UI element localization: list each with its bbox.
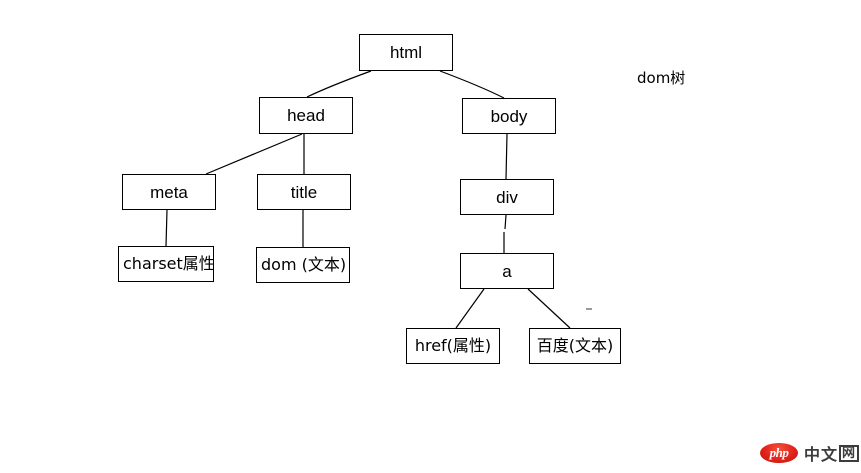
node-baidu-label: 百度(文本) xyxy=(536,336,614,355)
node-meta-label: meta xyxy=(150,182,188,202)
watermark-text-main: 中文 xyxy=(804,445,839,464)
node-title-label: title xyxy=(290,182,318,202)
node-a-label: a xyxy=(502,261,512,281)
watermark-php-chinese-net: php 中文 网 xyxy=(760,441,860,465)
node-div[interactable]: div xyxy=(460,179,554,215)
node-head[interactable]: head xyxy=(259,97,353,134)
php-badge-icon: php xyxy=(760,443,798,463)
node-html[interactable]: html xyxy=(359,34,453,71)
node-title[interactable]: title xyxy=(257,174,351,210)
stray-mark xyxy=(586,308,592,310)
edge-body-div xyxy=(505,133,508,180)
node-meta[interactable]: meta xyxy=(122,174,216,210)
node-charset-label: charset属性 xyxy=(123,254,215,273)
node-charset-attribute[interactable]: charset属性 xyxy=(118,246,215,282)
watermark-text-boxed: 网 xyxy=(839,444,860,462)
edge-a-baidu xyxy=(527,288,571,329)
node-dom-text-label: dom (文本) xyxy=(261,255,347,274)
node-body[interactable]: body xyxy=(462,98,556,134)
watermark-text: 中文 网 xyxy=(804,441,860,465)
edge-div-a xyxy=(504,214,507,230)
node-dom-text[interactable]: dom (文本) xyxy=(256,247,350,283)
node-href-attribute[interactable]: href(属性) xyxy=(406,328,500,364)
node-html-label: html xyxy=(389,43,423,62)
node-div-label: div xyxy=(496,187,518,207)
node-body-label: body xyxy=(490,106,528,126)
node-href-label: href(属性) xyxy=(414,336,492,355)
edge-head-meta xyxy=(205,133,303,175)
node-baidu-text[interactable]: 百度(文本) xyxy=(529,328,621,364)
diagram-caption: dom树 xyxy=(637,69,686,87)
edge-meta-charset xyxy=(165,209,168,247)
edge-html-body xyxy=(439,70,505,99)
edge-html-head xyxy=(306,70,372,98)
edge-a-href xyxy=(455,288,485,329)
node-a[interactable]: a xyxy=(460,253,554,289)
node-head-label: head xyxy=(287,106,325,125)
